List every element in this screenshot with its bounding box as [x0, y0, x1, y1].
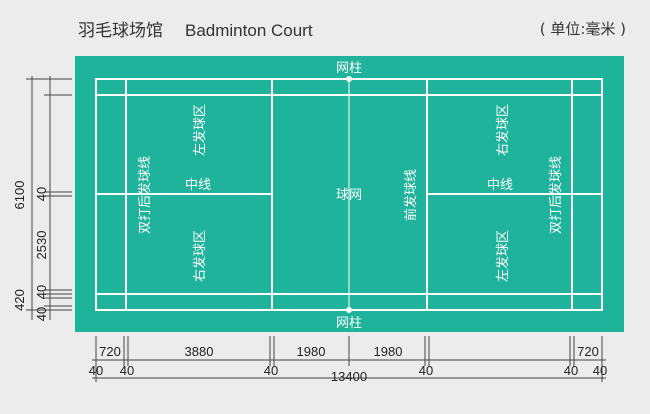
label-left-court-left: 左发球区	[192, 104, 208, 156]
label-right-court-left: 右发球区	[192, 230, 208, 282]
label-doubles-service-right: 双打后发球线	[548, 156, 564, 234]
label-doubles-service-left: 双打后发球线	[137, 156, 153, 234]
dim-line-40-6: 40	[593, 363, 607, 378]
label-center-line-right: 中线	[487, 178, 513, 193]
unit-label: ( 单位:毫米 )	[539, 20, 626, 38]
dim-side-420: 420	[12, 289, 27, 311]
dim-side-40-b: 40	[34, 307, 49, 321]
dim-side-40-a: 40	[34, 285, 49, 299]
dim-total-width: 6100	[12, 181, 27, 210]
dim-line-40-4: 40	[419, 363, 433, 378]
dim-service-depth: 3880	[185, 344, 214, 359]
dim-center-line: 40	[34, 187, 49, 201]
label-post-bottom: 网柱	[336, 316, 362, 331]
dim-total-length: 13400	[331, 369, 367, 384]
dim-line-40-2: 40	[120, 363, 134, 378]
net-post-top	[346, 76, 352, 82]
dim-line-40-3: 40	[264, 363, 278, 378]
vertical-dimension-lines	[26, 76, 72, 320]
label-short-service-line: 前发球线	[403, 169, 419, 221]
dim-line-40-5: 40	[564, 363, 578, 378]
title-en: Badminton Court	[185, 21, 313, 40]
page-title: 羽毛球场馆 Badminton Court	[78, 16, 313, 41]
label-left-court-right: 左发球区	[495, 230, 511, 282]
court-lines	[95, 78, 603, 311]
dim-short-service-right: 1980	[374, 344, 403, 359]
label-net: 球网	[336, 188, 362, 203]
dim-short-service-left: 1980	[297, 344, 326, 359]
label-center-line-left: 中线	[185, 178, 211, 193]
label-right-court-right: 右发球区	[495, 104, 511, 156]
horizontal-dimension-lines	[92, 336, 606, 382]
dim-line-40-1: 40	[89, 363, 103, 378]
label-post-top: 网柱	[336, 61, 362, 76]
dim-back-service-right: 720	[577, 344, 599, 359]
title-cn: 羽毛球场馆	[78, 21, 163, 41]
dim-back-service-left: 720	[99, 344, 121, 359]
dim-service-width: 2530	[34, 231, 49, 260]
net-post-bottom	[346, 307, 352, 313]
